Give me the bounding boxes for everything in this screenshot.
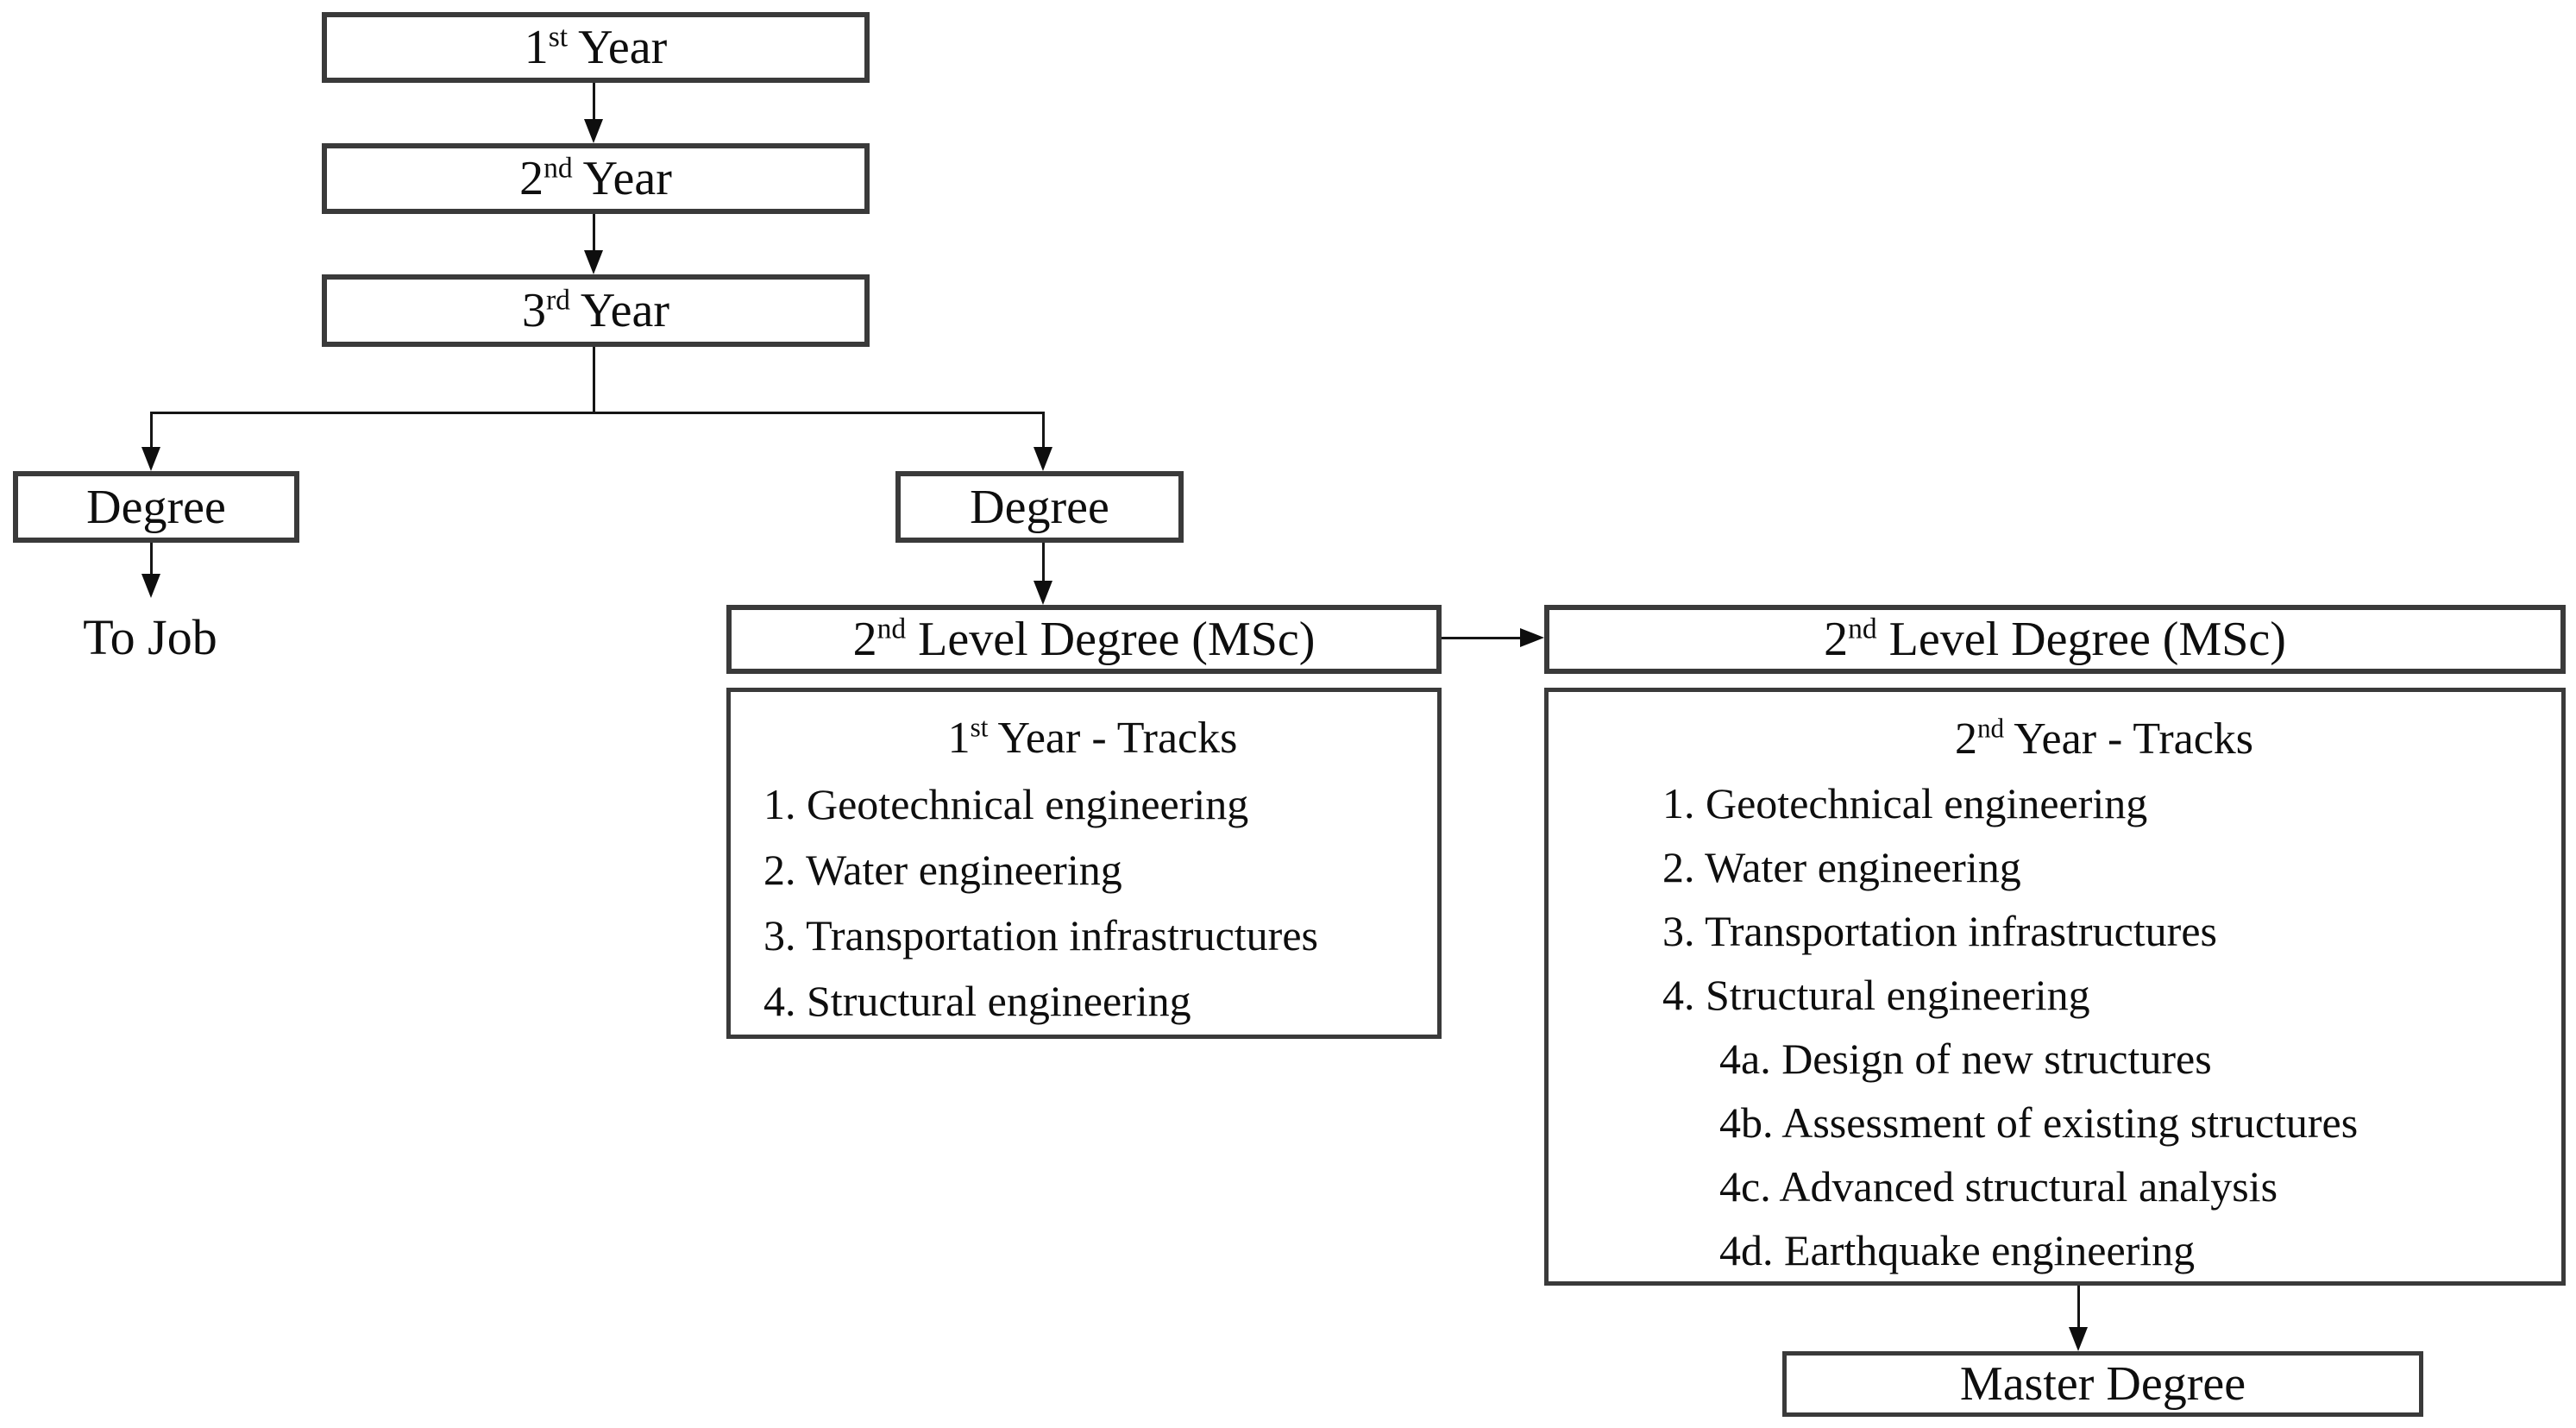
connector-line — [1442, 637, 1523, 639]
arrowhead-down-icon — [141, 447, 160, 471]
box-tracks-first-year: 1st Year - Tracks 1. Geotechnical engine… — [726, 688, 1442, 1039]
arrowhead-down-icon — [1034, 581, 1052, 605]
connector-line — [1042, 412, 1045, 449]
arrowhead-down-icon — [2069, 1327, 2088, 1351]
track-subitem: 4b. Assessment of existing structures — [1719, 1098, 2359, 1147]
track-item: 3. Transportation infrastructures — [1662, 907, 2217, 955]
box-master-degree-label: Master Degree — [1959, 1357, 2246, 1411]
tracks-first-year-content: 1st Year - Tracks 1. Geotechnical engine… — [731, 692, 1437, 1034]
connector-line — [150, 543, 153, 576]
to-job-label: To Job — [83, 609, 217, 665]
track-subitem: 4c. Advanced structural analysis — [1719, 1162, 2278, 1211]
connector-line — [150, 412, 153, 449]
box-year-2: 2nd Year — [322, 143, 870, 214]
tracks-first-year-title: 1st Year - Tracks — [947, 712, 1238, 763]
box-year-1-label: 1st Year — [524, 21, 668, 74]
box-tracks-second-year: 2nd Year - Tracks 1. Geotechnical engine… — [1544, 688, 2566, 1286]
tracks-second-year-title: 2nd Year - Tracks — [1954, 713, 2254, 764]
connector-line — [593, 214, 595, 252]
arrowhead-down-icon — [141, 574, 160, 598]
box-degree-right: Degree — [895, 471, 1184, 543]
arrowhead-down-icon — [584, 250, 603, 274]
box-year-3: 3rd Year — [322, 274, 870, 347]
tracks-second-year-content: 2nd Year - Tracks 1. Geotechnical engine… — [1549, 692, 2561, 1282]
connector-line — [1042, 543, 1045, 582]
box-master-degree: Master Degree — [1782, 1351, 2423, 1417]
arrowhead-right-icon — [1520, 628, 1544, 647]
connector-line — [2077, 1286, 2080, 1329]
track-item: 4. Structural engineering — [1662, 971, 2090, 1019]
box-year-1: 1st Year — [322, 12, 870, 83]
box-degree-right-label: Degree — [970, 480, 1109, 534]
track-item: 2. Water engineering — [1662, 843, 2021, 891]
track-subitem: 4d. Earthquake engineering — [1719, 1226, 2196, 1274]
arrowhead-down-icon — [1034, 447, 1052, 471]
track-item: 3. Transportation infrastructures — [763, 911, 1318, 959]
arrowhead-down-icon — [584, 119, 603, 143]
track-item: 2. Water engineering — [763, 846, 1122, 894]
track-subitem: 4a. Design of new structures — [1719, 1035, 2212, 1083]
box-msc-left-label: 2nd Level Degree (MSc) — [852, 613, 1316, 666]
box-msc-right-label: 2nd Level Degree (MSc) — [1824, 613, 2286, 666]
box-degree-left-label: Degree — [86, 480, 226, 534]
connector-line — [593, 83, 595, 121]
box-year-2-label: 2nd Year — [519, 152, 672, 205]
connector-line — [150, 412, 1045, 414]
box-year-3-label: 3rd Year — [521, 284, 670, 337]
box-msc-left: 2nd Level Degree (MSc) — [726, 605, 1442, 674]
box-msc-right: 2nd Level Degree (MSc) — [1544, 605, 2566, 674]
track-item: 1. Geotechnical engineering — [763, 780, 1249, 828]
track-item: 1. Geotechnical engineering — [1662, 779, 2148, 827]
track-item: 4. Structural engineering — [763, 977, 1191, 1025]
box-degree-left: Degree — [13, 471, 299, 543]
connector-line — [593, 347, 595, 413]
